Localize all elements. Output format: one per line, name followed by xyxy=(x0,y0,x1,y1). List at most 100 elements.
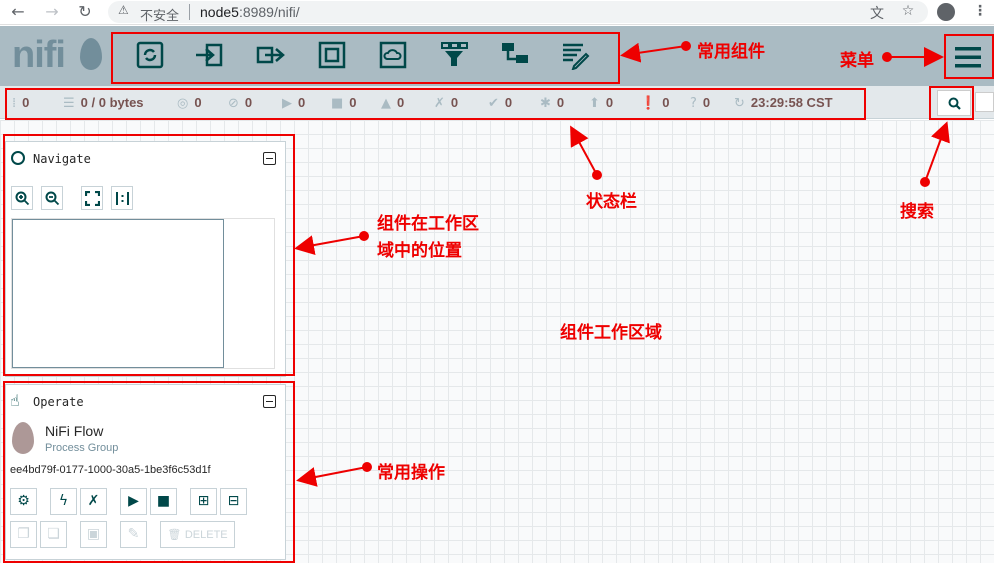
annotation-box-components xyxy=(111,32,620,84)
last-refresh-stat: ↻23:29:58 CST xyxy=(734,95,833,111)
compass-icon xyxy=(11,151,25,165)
annotation-position-line2: 域中的位置 xyxy=(377,241,462,261)
collapse-operate-icon[interactable] xyxy=(263,395,276,408)
stop-button[interactable]: ■ xyxy=(150,488,177,515)
funnel-icon[interactable] xyxy=(439,40,469,70)
disabled-stat: ✗0 xyxy=(434,95,459,111)
zoom-in-button[interactable] xyxy=(11,186,33,210)
back-arrow-icon[interactable]: ← xyxy=(11,2,25,21)
disable-icon: ✗ xyxy=(87,493,100,509)
queue-icon: ☰ xyxy=(63,96,75,111)
sync-failure-stat: ?0 xyxy=(690,95,711,111)
warning-icon: ⚠ xyxy=(118,3,129,17)
bookmark-star-icon[interactable]: ☆ xyxy=(901,3,915,19)
birdseye-viewport[interactable] xyxy=(12,219,224,368)
zoom-out-button[interactable] xyxy=(41,186,63,210)
copy-button[interactable]: ❐ xyxy=(10,521,37,548)
url-separator xyxy=(189,4,190,20)
start-button[interactable]: ▶ xyxy=(120,488,147,515)
reload-icon[interactable]: ↻ xyxy=(78,2,92,21)
queued-stat: ☰0 / 0 bytes xyxy=(63,95,144,111)
annotation-workspace: 组件工作区域 xyxy=(560,323,662,343)
group-button[interactable]: ▣ xyxy=(80,521,107,548)
not-transmitting-icon: ⊘ xyxy=(228,96,239,111)
stopped-stat: ■0 xyxy=(331,95,357,111)
collapse-navigate-icon[interactable] xyxy=(263,152,276,165)
label-icon[interactable] xyxy=(560,40,590,71)
configure-button[interactable]: ⚙ xyxy=(10,488,37,515)
process-group-drop-icon xyxy=(12,422,34,454)
remote-process-group-icon[interactable] xyxy=(378,40,408,70)
group-icon: ▣ xyxy=(86,526,101,542)
operate-title: Operate xyxy=(33,395,84,409)
fit-screen-button[interactable] xyxy=(81,186,103,210)
translate-icon[interactable]: 文 xyxy=(870,6,884,22)
selection-name: NiFi Flow xyxy=(45,423,104,439)
annotation-common-components: 常用组件 xyxy=(697,42,765,62)
annotation-box-search xyxy=(929,86,974,120)
play-icon: ▶ xyxy=(128,493,139,509)
nifi-logo: nifi xyxy=(12,34,66,76)
stale-stat: ⬆0 xyxy=(589,95,614,111)
processor-icon[interactable] xyxy=(135,40,165,70)
disable-button[interactable]: ✗ xyxy=(80,488,107,515)
stop-icon: ■ xyxy=(156,493,171,509)
arrow-up-circle-icon: ⬆ xyxy=(589,96,600,111)
up-to-date-stat: ✔0 xyxy=(488,95,513,111)
birdseye-view[interactable] xyxy=(11,218,275,369)
process-group-icon[interactable] xyxy=(317,40,347,70)
hand-pointer-icon: ☝ xyxy=(10,391,20,410)
url-host: node5 xyxy=(200,4,239,20)
enable-button[interactable]: ϟ xyxy=(50,488,77,515)
browser-menu-icon[interactable]: ⋮ xyxy=(973,3,987,19)
search-button[interactable] xyxy=(937,90,971,116)
paintbrush-icon: ✎ xyxy=(127,526,140,542)
disabled-icon: ✗ xyxy=(434,96,445,111)
copy-icon: ❐ xyxy=(17,526,30,542)
annotation-box-operate xyxy=(3,381,295,563)
search-icon xyxy=(948,97,961,110)
actual-size-icon xyxy=(116,192,129,205)
transmitting-icon: ◎ xyxy=(177,96,189,111)
check-icon: ✔ xyxy=(488,96,499,111)
nifi-drop-icon xyxy=(80,38,102,70)
annotation-common-operations: 常用操作 xyxy=(377,463,445,483)
actual-size-button[interactable] xyxy=(111,186,133,210)
url-path: :8989/nifi/ xyxy=(238,4,300,20)
annotation-search: 搜索 xyxy=(900,202,934,222)
annotation-box-status xyxy=(5,88,866,120)
not-transmitting-stat: ⊘0 xyxy=(228,95,253,111)
annotation-position-line1: 组件在工作区 xyxy=(377,214,479,234)
global-menu-button[interactable] xyxy=(945,36,991,78)
annotation-box-menu xyxy=(944,34,994,79)
threads-icon: ⁞ xyxy=(12,96,17,111)
invalid-stat: ▲0 xyxy=(381,95,405,111)
exclamation-circle-icon: ❗ xyxy=(640,96,657,111)
locally-modified-stale-stat: ❗0 xyxy=(640,95,670,111)
active-threads-stat: ⁞0 xyxy=(12,95,30,111)
profile-avatar-icon[interactable] xyxy=(937,3,955,21)
navigate-panel: Navigate xyxy=(5,141,286,377)
gear-icon: ⚙ xyxy=(17,493,30,509)
create-template-icon: ⊞ xyxy=(197,493,210,509)
paste-button[interactable]: ❏ xyxy=(40,521,67,548)
color-button[interactable]: ✎ xyxy=(120,521,147,548)
locally-modified-stat: ✱0 xyxy=(540,95,565,111)
forward-arrow-icon[interactable]: → xyxy=(45,2,59,21)
stop-icon: ■ xyxy=(331,96,344,111)
browser-toolbar: ← → ↻ ⚠ 不安全 node5:8989/nifi/ 文 ☆ ⋮ xyxy=(0,0,994,25)
create-template-button[interactable]: ⊞ xyxy=(190,488,217,515)
bulletin-board-icon[interactable] xyxy=(975,92,994,112)
annotation-menu: 菜单 xyxy=(840,51,874,71)
zoom-out-icon xyxy=(45,191,60,206)
output-port-icon[interactable] xyxy=(255,40,285,70)
lightning-icon: ϟ xyxy=(58,493,69,509)
asterisk-icon: ✱ xyxy=(540,96,551,111)
upload-template-button[interactable]: ⊟ xyxy=(220,488,247,515)
selection-type: Process Group xyxy=(45,442,119,454)
running-stat: ▶0 xyxy=(282,95,306,111)
template-icon[interactable] xyxy=(500,40,530,70)
input-port-icon[interactable] xyxy=(194,40,224,70)
delete-button[interactable]: 🗑 DELETE xyxy=(160,521,235,548)
address-bar[interactable]: ⚠ 不安全 node5:8989/nifi/ xyxy=(108,1,928,23)
